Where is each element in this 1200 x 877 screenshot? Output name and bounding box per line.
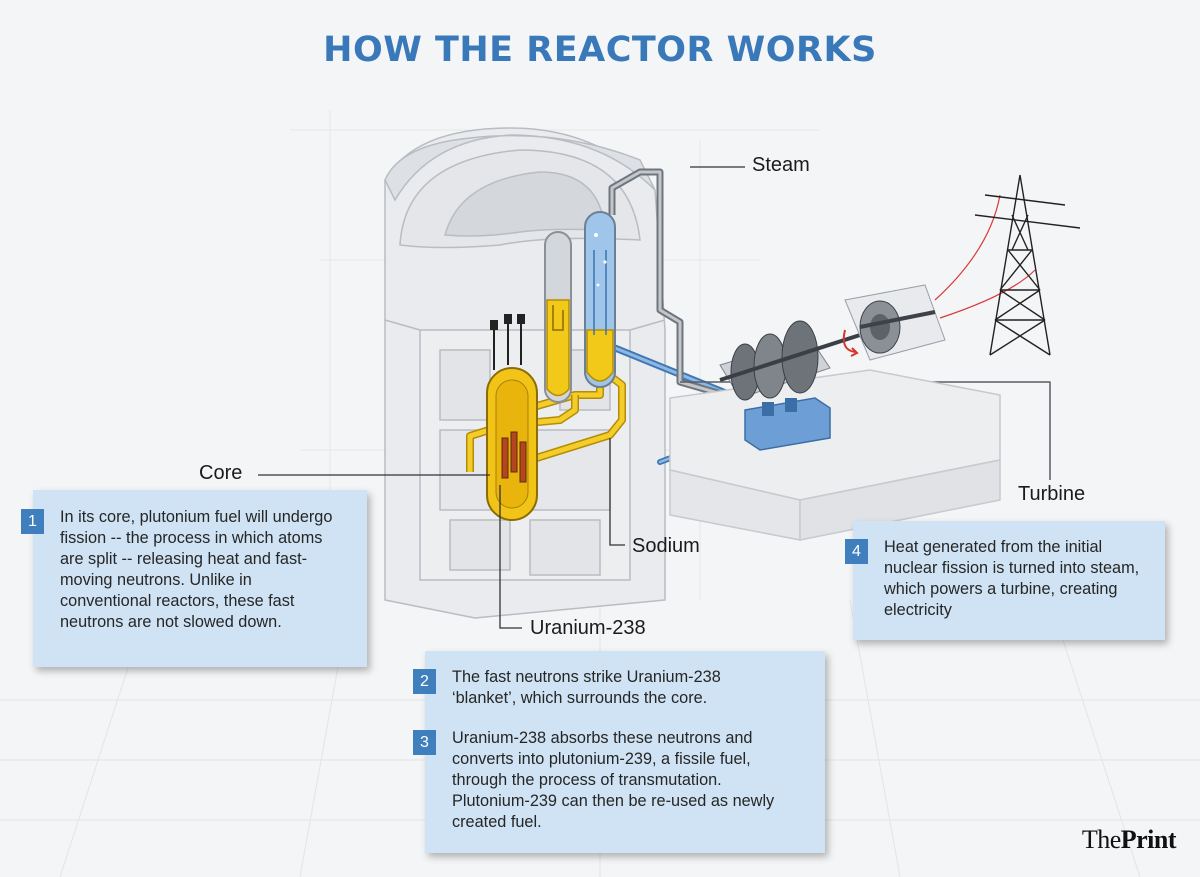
logo-the: The [1081,825,1121,854]
step-text: In its core, plutonium fuel will undergo… [60,508,333,631]
info-box-1 [33,490,367,667]
step-1: 1 In its core, plutonium fuel will under… [21,507,355,633]
info-box-2 [425,651,825,853]
step-3: 3 Uranium-238 absorbs these neutrons and… [413,728,813,833]
step-number-badge: 2 [413,669,436,694]
step-number-badge: 3 [413,730,436,755]
step-4: 4 Heat generated from the initial nuclea… [845,537,1157,621]
callout-core: Core [199,462,243,484]
logo-print: Print [1120,825,1177,854]
generator-icon [842,284,946,361]
steam-generator-icon [584,211,616,388]
callout-uranium: Uranium-238 [530,617,646,639]
callout-turbine: Turbine [1018,483,1086,505]
fuel-rods-icon [501,431,527,483]
turbine-hall [669,369,1001,541]
page-title: HOW THE REACTOR WORKS [323,30,877,70]
step-text: Heat generated from the initial nuclear … [884,538,1140,619]
step-text: Uranium-238 absorbs these neutrons and c… [452,729,775,831]
step-number-badge: 4 [845,539,868,564]
step-text: The fast neutrons strike Uranium-238 ‘bl… [452,668,721,707]
publisher-logo: ThePrint [1081,825,1177,855]
step-2: 2 The fast neutrons strike Uranium-238 ‘… [413,667,813,709]
condenser-icon [744,397,831,451]
info-box-4 [853,521,1165,640]
step-number-badge: 1 [21,509,44,534]
power-line [934,194,1036,319]
heat-exchanger-icon [544,231,572,403]
callout-sodium: Sodium [632,535,700,557]
callout-steam: Steam [752,154,810,176]
pylon-icon [974,174,1081,356]
callout-lines [258,166,745,629]
turbine-icon [719,320,861,401]
